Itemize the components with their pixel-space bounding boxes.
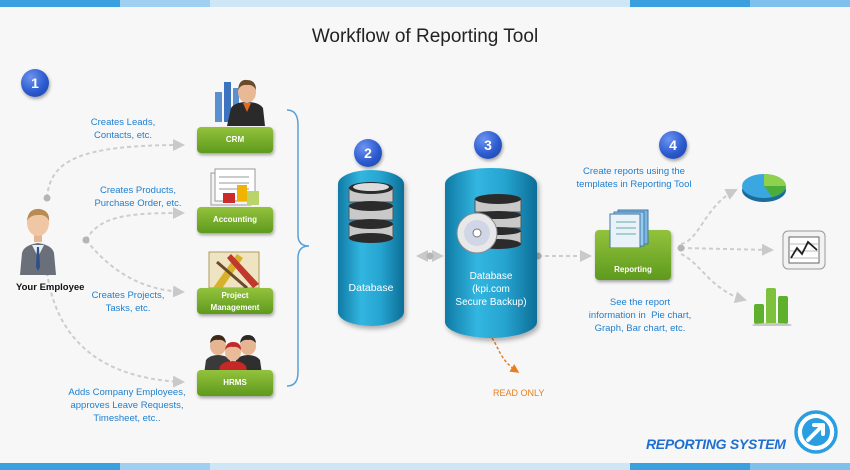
employee-label: Your Employee <box>16 282 85 293</box>
reporting-system-logo <box>794 410 838 454</box>
employee-icon <box>20 208 56 275</box>
step-4-badge: 4 <box>659 131 687 159</box>
reporting-create-text: Create reports using the templates in Re… <box>576 166 692 190</box>
accounting-label: Accounting <box>213 215 257 224</box>
project-icon <box>208 251 260 290</box>
project-label-line2: Management <box>210 303 260 312</box>
action-projects-text: Creates Projects, Tasks, etc. <box>91 290 165 314</box>
reporting-see-text: See the report information in Pie chart,… <box>588 297 692 334</box>
pie-chart-icon <box>742 174 786 202</box>
project-management-module-box: Project Management <box>197 288 273 314</box>
backup-label-line3: Secure Backup) <box>455 297 527 308</box>
backup-label: Database (kpi.com Secure Backup) <box>445 270 537 309</box>
backup-label-line2: (kpi.com <box>472 284 510 295</box>
step-2-badge: 2 <box>354 139 382 167</box>
step-1-badge: 1 <box>21 69 49 97</box>
project-label-line1: Project <box>221 291 249 300</box>
step-3-badge: 3 <box>474 131 502 159</box>
crm-label: CRM <box>225 135 245 144</box>
accounting-module-box: Accounting <box>197 207 273 233</box>
reporting-binder-icon <box>609 209 649 248</box>
reporting-label: Reporting <box>614 265 652 274</box>
bar-chart-icon <box>752 288 792 326</box>
crm-module-box: CRM <box>197 127 273 153</box>
backup-label-line1: Database <box>469 271 513 282</box>
action-products-text: Creates Products, Purchase Order, etc. <box>94 185 182 209</box>
page-title: Workflow of Reporting Tool <box>311 26 539 47</box>
accounting-icon <box>210 168 259 206</box>
backup-database-icon <box>456 194 522 254</box>
line-graph-icon <box>782 230 826 270</box>
database-icon <box>348 182 394 243</box>
database-label: Database <box>348 282 394 294</box>
read-only-label: READ ONLY <box>493 388 545 398</box>
action-employees-text: Adds Company Employees, approves Leave R… <box>68 387 186 424</box>
action-leads-text: Creates Leads, Contacts, etc. <box>90 117 156 141</box>
hrms-module-box: HRMS <box>197 370 273 396</box>
hrms-label: HRMS <box>223 378 247 387</box>
crm-icon <box>215 79 265 126</box>
brand-text: REPORTING SYSTEM <box>646 436 786 452</box>
